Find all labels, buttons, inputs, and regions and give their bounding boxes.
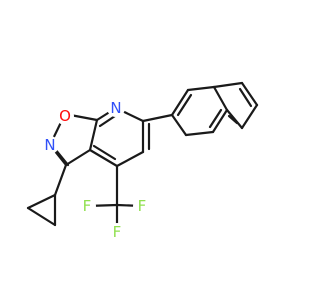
chemical-structure-diagram: O N N F F F bbox=[26, 81, 259, 241]
bond bbox=[176, 93, 193, 117]
atom-f-right: F bbox=[133, 197, 151, 215]
bond bbox=[141, 113, 174, 123]
bond bbox=[92, 144, 117, 161]
bond bbox=[211, 108, 229, 134]
bond bbox=[238, 87, 253, 108]
atom-f-left: F bbox=[78, 197, 96, 215]
atom-label: F bbox=[83, 197, 92, 215]
atom-label: F bbox=[138, 197, 147, 215]
bond bbox=[26, 193, 57, 210]
bond bbox=[115, 150, 145, 168]
bond bbox=[212, 81, 244, 89]
bond bbox=[227, 114, 239, 125]
atom-label: N bbox=[44, 136, 55, 154]
bond bbox=[53, 163, 68, 197]
bond bbox=[170, 113, 188, 137]
bond bbox=[64, 148, 92, 167]
atom-n-isoxazole: N bbox=[41, 136, 59, 154]
bond bbox=[225, 108, 244, 130]
atom-label: F bbox=[113, 223, 122, 241]
bond bbox=[240, 103, 259, 130]
bond bbox=[53, 147, 70, 167]
atom-f-bottom: F bbox=[108, 223, 126, 241]
bond bbox=[88, 148, 119, 168]
bond bbox=[88, 118, 99, 152]
bond bbox=[240, 81, 259, 107]
bond bbox=[212, 85, 229, 112]
bond-lines bbox=[26, 81, 259, 232]
atom-label: N bbox=[110, 99, 121, 117]
atom-n-pyridine: N bbox=[107, 99, 125, 117]
bond bbox=[170, 88, 190, 117]
atom-o: O bbox=[56, 107, 74, 125]
bond bbox=[208, 108, 223, 129]
bond bbox=[186, 85, 216, 92]
bond bbox=[26, 206, 57, 227]
bond bbox=[184, 130, 215, 137]
atom-label: O bbox=[59, 107, 71, 125]
